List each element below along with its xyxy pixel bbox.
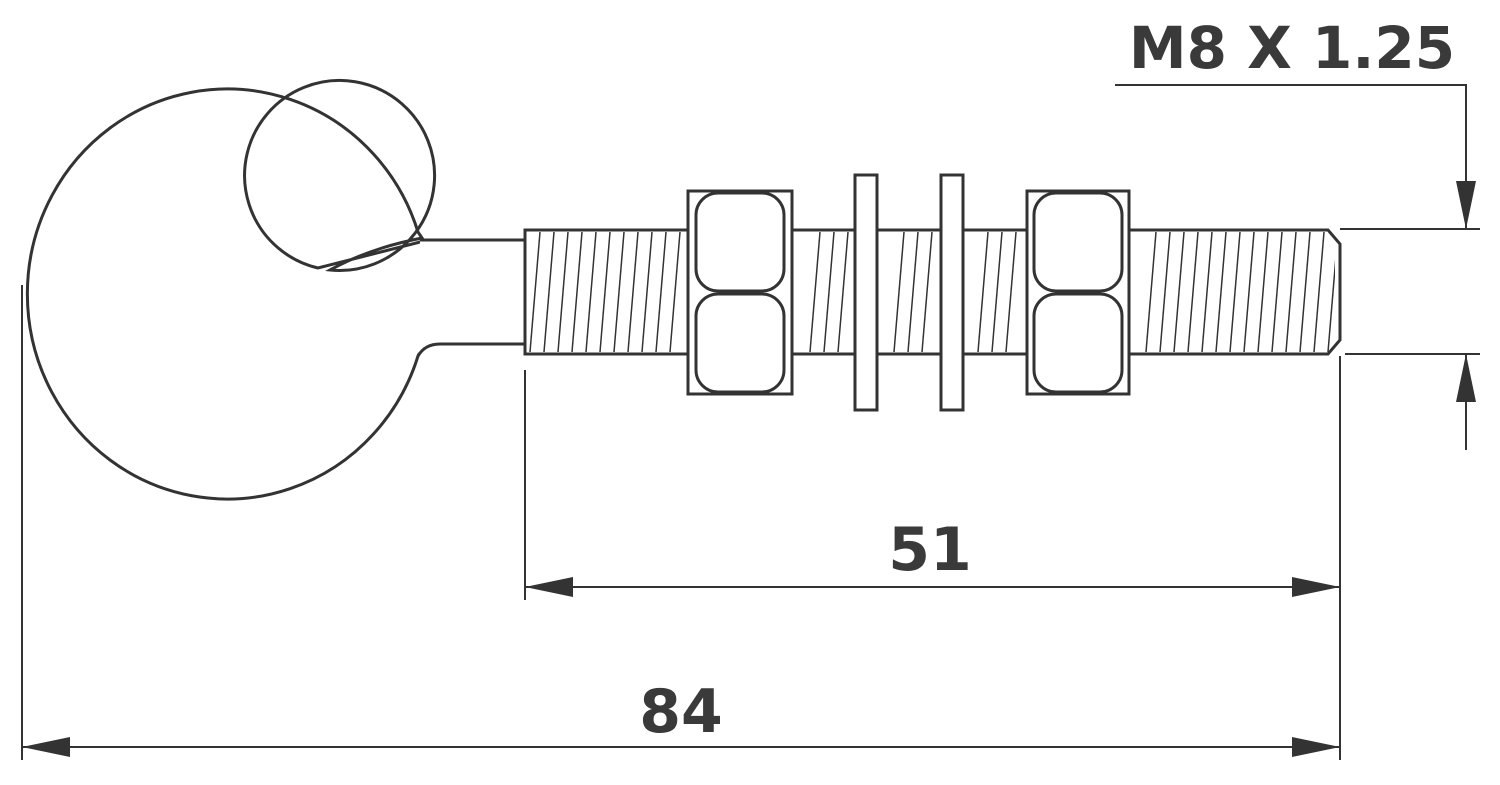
thread-spec-label: M8 X 1.25 xyxy=(1129,14,1455,82)
overall-length-label: 84 xyxy=(639,677,723,747)
washer-right xyxy=(939,173,965,412)
thread-spec-leader xyxy=(1115,84,1476,450)
right-nut xyxy=(1025,189,1131,396)
washer-left xyxy=(853,173,879,412)
dimension-line-threaded-length xyxy=(525,577,1340,597)
left-nut xyxy=(686,189,794,396)
shank xyxy=(416,238,527,357)
threaded-length-label: 51 xyxy=(888,515,972,585)
dimension-line-overall-length xyxy=(22,737,1340,757)
thread-hatching xyxy=(529,231,1335,353)
